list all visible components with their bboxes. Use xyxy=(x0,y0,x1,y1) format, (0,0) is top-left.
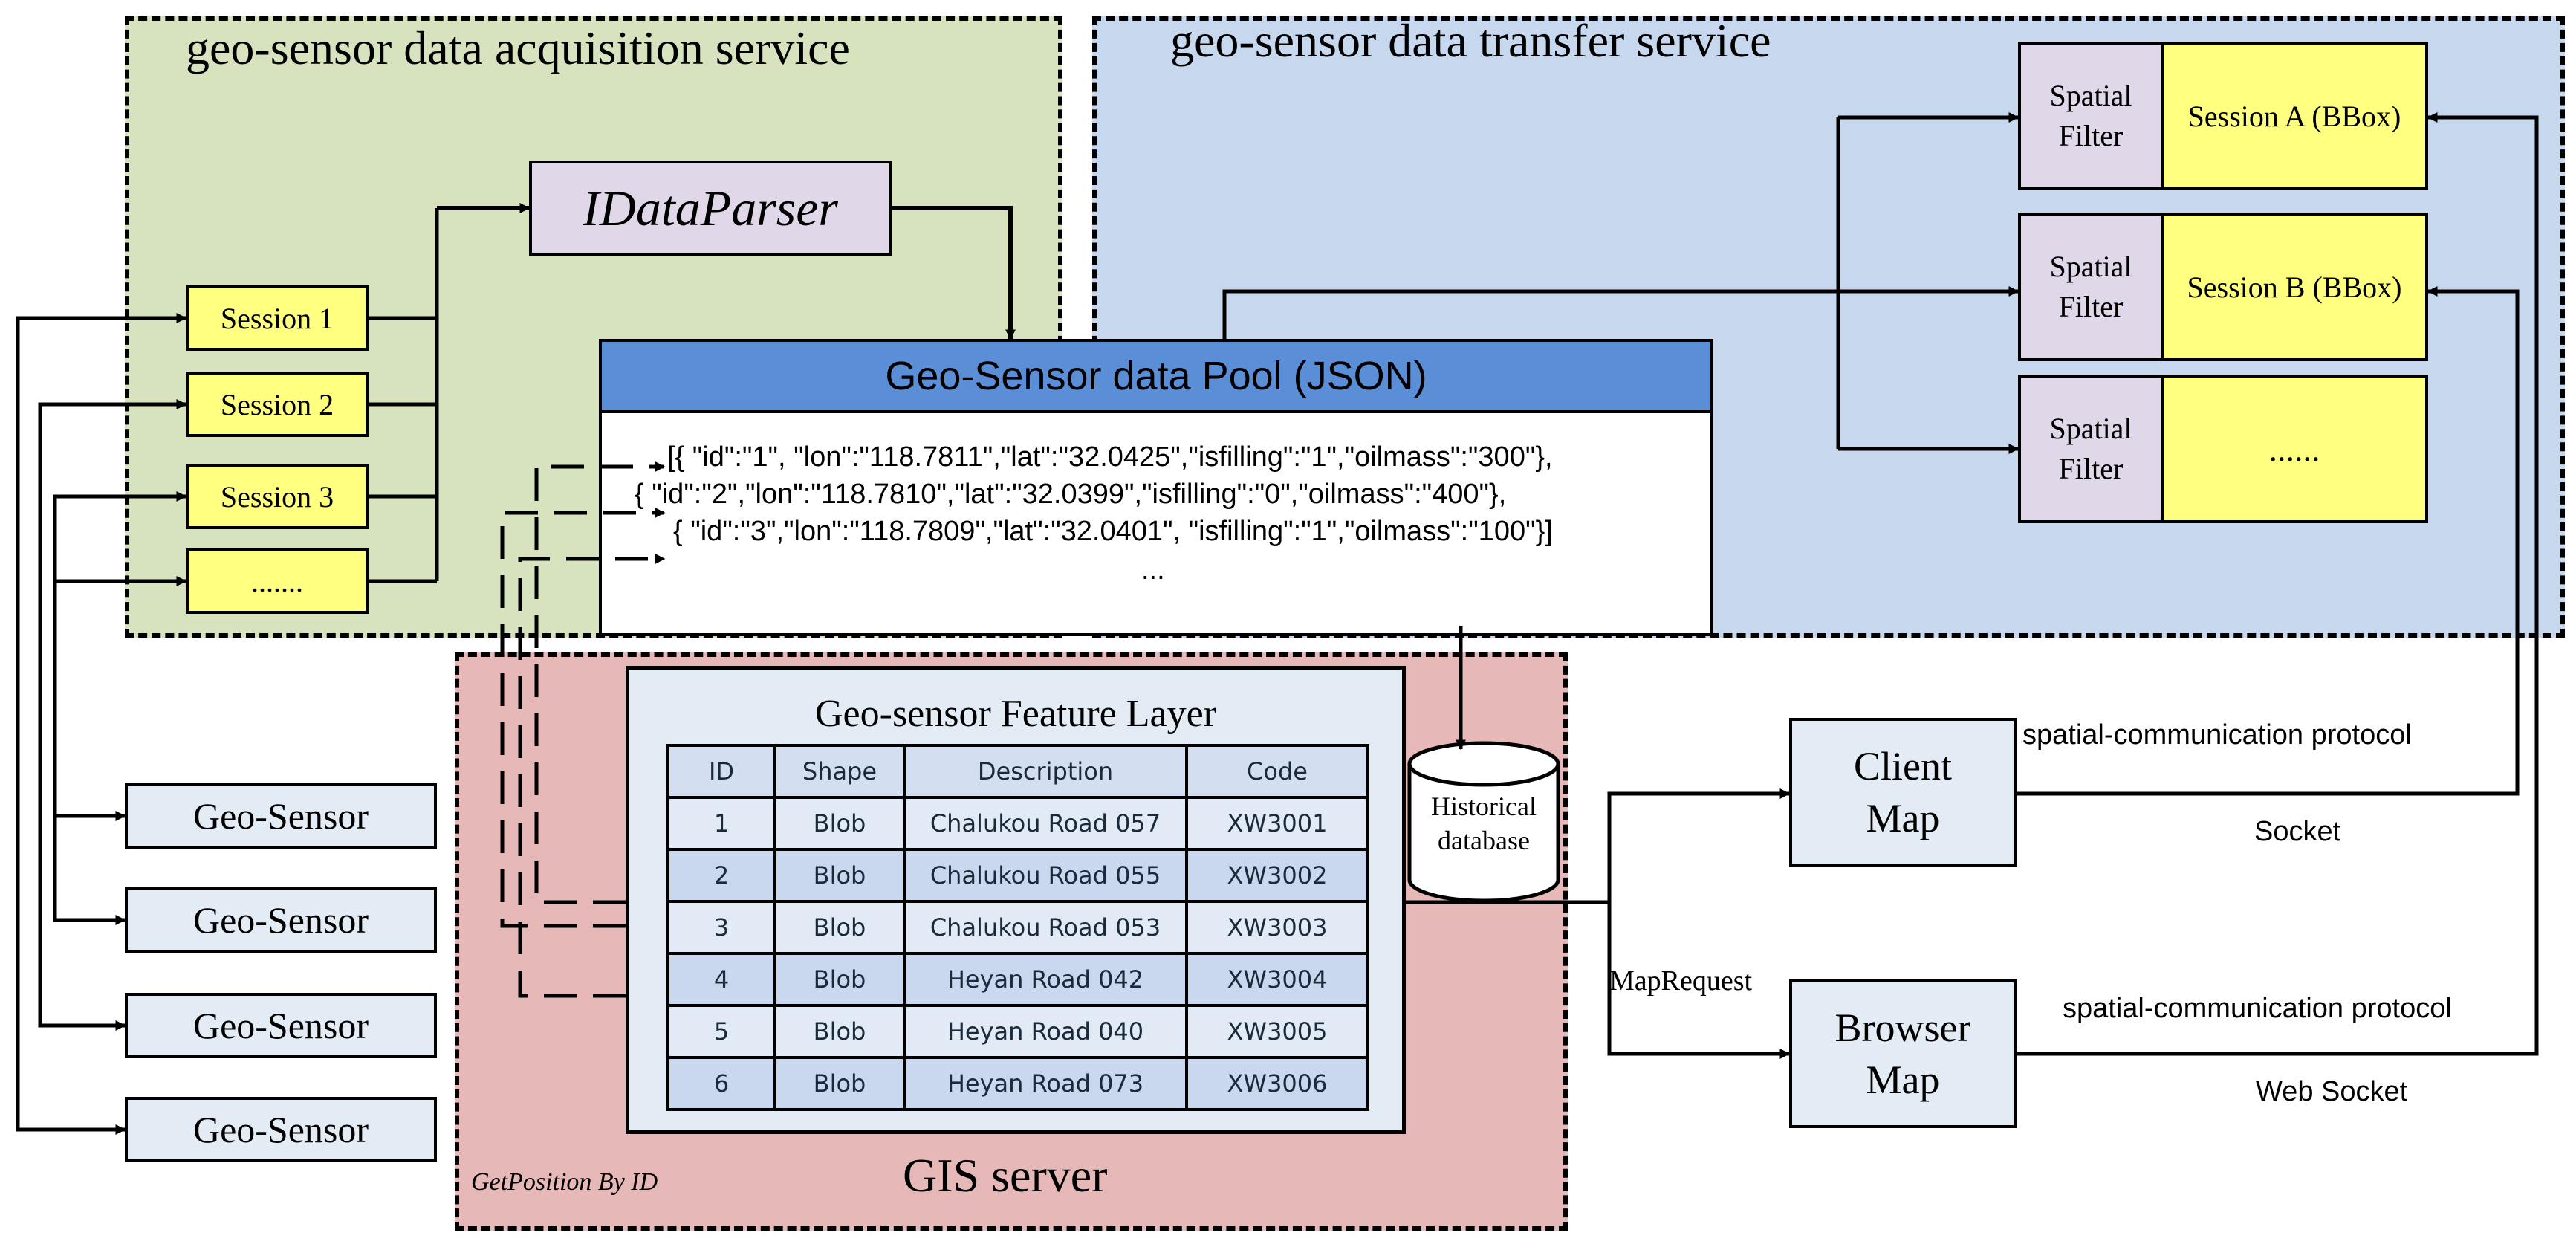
cell-description: Heyan Road 073 xyxy=(903,1056,1188,1111)
table-row: 4 Blob Heyan Road 042 XW3004 xyxy=(666,952,1369,1007)
geo-sensor-4-label: Geo-Sensor xyxy=(192,1109,369,1150)
col-code-header: Code xyxy=(1185,744,1369,799)
spatial-filter-a-label: Spatial Filter xyxy=(2049,79,2132,152)
feature-table: ID Shape Description Code 1 Blob Chaluko… xyxy=(666,744,1369,1111)
historical-database-label: Historical database xyxy=(1431,791,1537,855)
cell-code: XW3006 xyxy=(1185,1056,1369,1111)
session-2-box: Session 2 xyxy=(186,372,369,437)
session-3-label: Session 3 xyxy=(220,479,334,514)
acquisition-service-title: geo-sensor data acquisition service xyxy=(186,22,850,74)
geo-sensor-1-box: Geo-Sensor xyxy=(125,783,437,849)
geo-sensor-4-box: Geo-Sensor xyxy=(125,1097,437,1162)
session-more-filter-label: ...... xyxy=(2268,430,2320,468)
json-line-3: { "id":"3","lon":"118.7809","lat":"32.04… xyxy=(673,516,1553,547)
browser-transport-label: Web Socket xyxy=(2256,1076,2408,1107)
data-pool-body: [{ "id":"1", "lon":"118.7811","lat":"32.… xyxy=(599,410,1713,636)
idataparser-label: IDataParser xyxy=(583,179,838,236)
cell-shape: Blob xyxy=(773,1056,906,1111)
spatial-filter-b-label: Spatial Filter xyxy=(2049,250,2132,323)
cell-description: Heyan Road 040 xyxy=(903,1004,1188,1059)
gis-server-title: GIS server xyxy=(903,1149,1108,1202)
cell-description: Heyan Road 042 xyxy=(903,952,1188,1007)
feature-table-header: ID Shape Description Code xyxy=(666,744,1369,799)
session-a-label: Session A (BBox) xyxy=(2187,99,2401,133)
session-more-filter-box: ...... xyxy=(2161,375,2428,523)
cell-shape: Blob xyxy=(773,796,906,851)
table-row: 6 Blob Heyan Road 073 XW3006 xyxy=(666,1056,1369,1111)
client-transport-label: Socket xyxy=(2254,816,2341,847)
cell-id: 5 xyxy=(666,1004,776,1059)
json-line-2: { "id":"2","lon":"118.7810","lat":"32.03… xyxy=(635,479,1507,510)
session-3-box: Session 3 xyxy=(186,464,369,529)
cell-code: XW3002 xyxy=(1185,848,1369,903)
cell-shape: Blob xyxy=(773,952,906,1007)
col-shape-header: Shape xyxy=(773,744,906,799)
cell-code: XW3004 xyxy=(1185,952,1369,1007)
geo-sensor-1-label: Geo-Sensor xyxy=(192,795,369,837)
cell-shape: Blob xyxy=(773,900,906,955)
table-row: 5 Blob Heyan Road 040 XW3005 xyxy=(666,1004,1369,1059)
session-1-label: Session 1 xyxy=(220,301,334,335)
session-more-label: ....... xyxy=(251,564,303,598)
map-request-label: MapRequest xyxy=(1609,965,1753,997)
cell-code: XW3003 xyxy=(1185,900,1369,955)
browser-map-box: Browser Map xyxy=(1789,979,2017,1128)
session-b-label: Session B (BBox) xyxy=(2187,270,2402,304)
geo-sensor-2-box: Geo-Sensor xyxy=(125,887,437,953)
session-2-label: Session 2 xyxy=(220,387,334,421)
cell-code: XW3001 xyxy=(1185,796,1369,851)
session-a-box: Session A (BBox) xyxy=(2161,42,2428,190)
cell-description: Chalukou Road 055 xyxy=(903,848,1188,903)
client-protocol-label: spatial-communication protocol xyxy=(2022,719,2412,751)
table-row: 3 Blob Chalukou Road 053 XW3003 xyxy=(666,900,1369,955)
client-map-box: Client Map xyxy=(1789,718,2017,867)
session-b-box: Session B (BBox) xyxy=(2161,213,2428,361)
transfer-service-title: geo-sensor data transfer service xyxy=(1170,14,1771,67)
cell-id: 4 xyxy=(666,952,776,1007)
browser-map-label: Browser Map xyxy=(1834,1005,1971,1102)
gis-caption: GetPosition By ID xyxy=(471,1168,658,1196)
cell-shape: Blob xyxy=(773,1004,906,1059)
session-1-box: Session 1 xyxy=(186,285,369,351)
browser-protocol-label: spatial-communication protocol xyxy=(2063,993,2452,1024)
table-row: 1 Blob Chalukou Road 057 XW3001 xyxy=(666,796,1369,851)
spatial-filter-a: Spatial Filter xyxy=(2018,42,2164,190)
spatial-filter-b: Spatial Filter xyxy=(2018,213,2164,361)
table-row: 2 Blob Chalukou Road 055 XW3002 xyxy=(666,848,1369,903)
col-description-header: Description xyxy=(903,744,1188,799)
json-line-4: ... xyxy=(1141,554,1165,586)
spatial-filter-c-label: Spatial Filter xyxy=(2049,412,2132,485)
cell-id: 3 xyxy=(666,900,776,955)
cell-code: XW3005 xyxy=(1185,1004,1369,1059)
idataparser-box: IDataParser xyxy=(529,161,892,256)
cell-shape: Blob xyxy=(773,848,906,903)
data-pool-title: Geo-Sensor data Pool (JSON) xyxy=(885,354,1427,398)
json-line-1: [{ "id":"1", "lon":"118.7811","lat":"32.… xyxy=(667,441,1553,473)
geo-sensor-3-label: Geo-Sensor xyxy=(192,1005,369,1046)
cell-description: Chalukou Road 057 xyxy=(903,796,1188,851)
cell-description: Chalukou Road 053 xyxy=(903,900,1188,955)
data-pool-header: Geo-Sensor data Pool (JSON) xyxy=(599,339,1713,410)
feature-layer-title: Geo-sensor Feature Layer xyxy=(815,693,1216,735)
session-more-box: ....... xyxy=(186,548,369,614)
client-map-label: Client Map xyxy=(1854,744,1952,840)
geo-sensor-3-box: Geo-Sensor xyxy=(125,993,437,1058)
feature-layer-panel: Geo-sensor Feature Layer ID Shape Descri… xyxy=(626,666,1406,1134)
cell-id: 1 xyxy=(666,796,776,851)
spatial-filter-c: Spatial Filter xyxy=(2018,375,2164,523)
geo-sensor-2-label: Geo-Sensor xyxy=(192,899,369,941)
cell-id: 6 xyxy=(666,1056,776,1111)
col-id-header: ID xyxy=(666,744,776,799)
cell-id: 2 xyxy=(666,848,776,903)
